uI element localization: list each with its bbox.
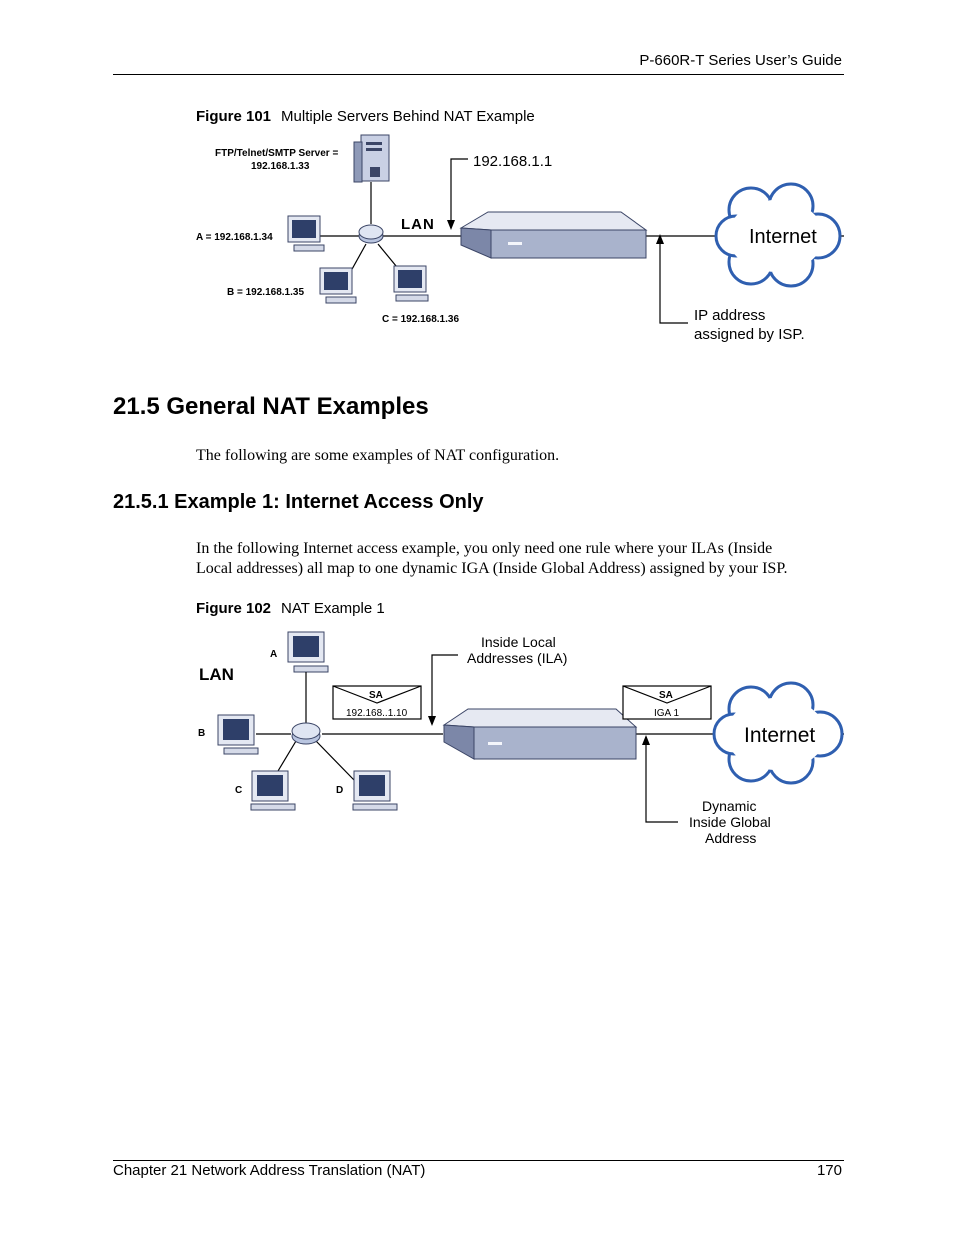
sa-envelope-left bbox=[332, 685, 422, 720]
pc-b-icon bbox=[319, 267, 357, 304]
router-ip-label: 192.168.1.1 bbox=[473, 153, 552, 170]
figure-102-label: Figure 102 bbox=[196, 600, 272, 617]
pc-b-icon bbox=[217, 714, 259, 755]
figure-101-title: Multiple Servers Behind NAT Example bbox=[281, 108, 535, 125]
footer-rule bbox=[113, 1160, 844, 1161]
pc-c-icon bbox=[393, 265, 429, 302]
internet-cloud-icon bbox=[714, 182, 842, 288]
figure-102-caption: Figure 102 NAT Example 1 bbox=[196, 600, 385, 617]
pc-a-label: A = 192.168.1.34 bbox=[196, 232, 273, 243]
footer-page-number: 170 bbox=[816, 1162, 842, 1179]
pc-b-label: B bbox=[198, 728, 205, 739]
lan-switch-icon bbox=[358, 224, 384, 244]
dynamic-label-line1: Dynamic bbox=[702, 798, 756, 814]
section-heading: 21.5 General NAT Examples bbox=[113, 393, 429, 420]
ila-label-line1: Inside Local bbox=[481, 634, 556, 650]
footer-chapter: Chapter 21 Network Address Translation (… bbox=[113, 1162, 426, 1179]
pc-a-icon bbox=[287, 215, 325, 252]
router-device-icon bbox=[459, 211, 648, 259]
server-label-line1: FTP/Telnet/SMTP Server = bbox=[215, 148, 338, 159]
header-rule bbox=[113, 74, 844, 75]
internet-label: Internet bbox=[749, 226, 817, 248]
pc-d-label: D bbox=[336, 785, 343, 796]
sa-envelope-right bbox=[622, 685, 712, 720]
isp-label-line2: assigned by ISP. bbox=[694, 326, 805, 343]
section-intro: The following are some examples of NAT c… bbox=[196, 447, 560, 464]
paragraph-line-1: In the following Internet access example… bbox=[196, 540, 773, 557]
server-label-line2: 192.168.1.33 bbox=[251, 161, 310, 172]
pc-c-icon bbox=[250, 770, 296, 811]
pc-c-label: C = 192.168.1.36 bbox=[382, 314, 459, 325]
pc-a-icon bbox=[287, 631, 329, 673]
internet-label: Internet bbox=[744, 724, 815, 747]
isp-label-line1: IP address bbox=[694, 307, 765, 324]
dynamic-label-line3: Address bbox=[705, 830, 756, 846]
figure-101-diagram: FTP/Telnet/SMTP Server = 192.168.1.33 LA… bbox=[196, 132, 844, 346]
sa-left-top: SA bbox=[369, 690, 383, 701]
lan-switch-icon bbox=[291, 722, 321, 745]
pc-c-label: C bbox=[235, 785, 242, 796]
router-device-icon bbox=[442, 708, 638, 760]
running-header: P-660R-T Series User’s Guide bbox=[639, 52, 842, 69]
figure-101-caption: Figure 101 Multiple Servers Behind NAT Ex… bbox=[196, 108, 535, 125]
paragraph-line-2: Local addresses) all map to one dynamic … bbox=[196, 560, 788, 577]
server-icon bbox=[353, 134, 390, 183]
pc-b-label: B = 192.168.1.35 bbox=[227, 287, 304, 298]
figure-102-title: NAT Example 1 bbox=[281, 600, 385, 617]
ila-label-line2: Addresses (ILA) bbox=[467, 650, 567, 666]
lan-label: LAN bbox=[199, 665, 234, 684]
subsection-heading: 21.5.1 Example 1: Internet Access Only bbox=[113, 491, 484, 513]
figure-102-diagram: A LAN B C D SA 192.168..1.10 Inside Loca… bbox=[196, 625, 844, 847]
dynamic-label-line2: Inside Global bbox=[689, 814, 771, 830]
pc-a-label: A bbox=[270, 649, 277, 660]
pc-d-icon bbox=[352, 770, 398, 811]
subsection-paragraph: In the following Internet access example… bbox=[196, 539, 787, 579]
lan-label: LAN bbox=[401, 216, 435, 233]
figure-101-label: Figure 101 bbox=[196, 108, 272, 125]
sa-left-bottom: 192.168..1.10 bbox=[346, 708, 408, 719]
internet-cloud-icon bbox=[712, 681, 844, 785]
sa-right-top: SA bbox=[659, 690, 673, 701]
sa-right-bottom: IGA 1 bbox=[654, 708, 679, 719]
